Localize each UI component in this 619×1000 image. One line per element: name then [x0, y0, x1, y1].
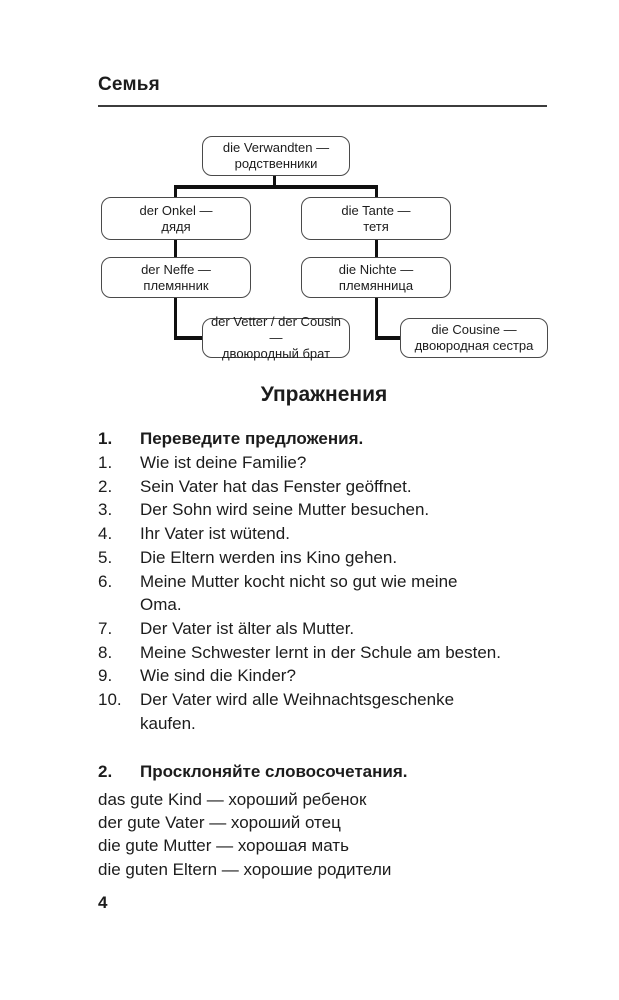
list-item-text: Meine Mutter kocht nicht so gut wie mein… [140, 571, 458, 615]
list-item-number: 6. [98, 571, 113, 591]
list-item-text: Meine Schwester lernt in der Schule am b… [140, 642, 501, 662]
connector-line [375, 239, 378, 259]
node-translation: племянник [143, 277, 209, 293]
connector-line [174, 185, 378, 189]
diagram-node-neffe: der Neffe — племянник [101, 257, 251, 298]
connector-line [174, 297, 177, 340]
list-item-number: 10. [98, 690, 122, 710]
list-item-text: Wie sind die Kinder? [140, 666, 296, 686]
node-term: die Tante — [341, 202, 411, 218]
connector-line [375, 336, 404, 340]
connector-line [273, 176, 276, 189]
node-term: die Nichte — [338, 261, 414, 277]
node-term: der Neffe — [141, 261, 211, 277]
list-item: 6. Meine Mutter kocht nicht so gut wie m… [98, 570, 560, 617]
exercise1-number: 1. [98, 429, 113, 448]
phrase-line: die gute Mutter — хорошая мать [98, 836, 349, 856]
node-translation: двоюродная сестра [414, 338, 534, 353]
list-item-number: 1. [98, 453, 113, 472]
list-item-text: Die Eltern werden ins Kino gehen. [140, 547, 398, 567]
list-item-number: 9. [98, 666, 113, 686]
exercise2-header: 2. Просклоняйте словосочетания. [98, 761, 558, 783]
list-item-text: Der Vater ist älter als Mutter. [140, 618, 355, 638]
family-tree-diagram: die Verwandten — родственники der Onkel … [0, 0, 619, 370]
node-translation: дядя [161, 218, 191, 234]
list-item-number: 2. [98, 476, 113, 496]
diagram-node-vetter: der Vetter / der Cousin — двоюродный бра… [202, 314, 350, 361]
phrase-line: der gute Vater — хороший отец [98, 813, 341, 833]
exercises-heading: Упражнения [260, 383, 388, 406]
list-item-number: 7. [98, 618, 113, 638]
node-term: die Verwandten — [222, 140, 330, 155]
list-item: 3. Der Sohn wird seine Mutter besuchen. [98, 498, 560, 522]
list-item-number: 3. [98, 500, 113, 520]
connector-line [375, 185, 378, 199]
list-item-number: 8. [98, 642, 113, 662]
list-item: 1. Wie ist deine Familie? [98, 451, 560, 475]
diagram-node-verwandten: die Verwandten — родственники [202, 136, 350, 176]
diagram-node-tante: die Tante — тетя [301, 197, 451, 240]
node-translation: двоюродный брат [221, 346, 331, 361]
list-item-text: Der Vater wird alle Weihnachtsgeschenke … [140, 690, 455, 733]
node-term: der Vetter / der Cousin — [210, 314, 342, 345]
list-item-text: Der Sohn wird seine Mutter besuchen. [140, 500, 430, 520]
page-number: 4 [98, 893, 108, 912]
list-item: 10. Der Vater wird alle Weihnachtsgesche… [98, 688, 560, 735]
exercise2-lines: das gute Kind — хороший ребенок der gute… [98, 788, 560, 881]
node-translation: родственники [234, 156, 318, 171]
exercise1-list: 1. Wie ist deine Familie? 2. Sein Vater … [98, 451, 560, 735]
exercise1-header: 1. Переведите предложения. [98, 428, 558, 450]
connector-line [174, 239, 177, 259]
exercise1-title: Переведите предложения. [140, 429, 364, 448]
node-term: die Cousine — [431, 322, 517, 337]
header-divider [98, 105, 547, 107]
exercise2-title: Просклоняйте словосочетания. [140, 762, 408, 781]
connector-line [375, 297, 378, 340]
list-item-number: 4. [98, 524, 113, 544]
list-item: 7. Der Vater ist älter als Mutter. [98, 617, 560, 641]
list-item: 4. Ihr Vater ist wütend. [98, 522, 560, 546]
list-item: 5. Die Eltern werden ins Kino gehen. [98, 546, 560, 570]
list-item-text: Wie ist deine Familie? [140, 453, 307, 472]
diagram-node-cousine: die Cousine — двоюродная сестра [400, 318, 548, 358]
connector-line [174, 185, 177, 199]
phrase-line: das gute Kind — хороший ребенок [98, 790, 367, 809]
exercise2-number: 2. [98, 762, 113, 781]
list-item: 8. Meine Schwester lernt in der Schule a… [98, 641, 560, 665]
page-title: Семья [98, 74, 160, 95]
list-item-text: Sein Vater hat das Fenster geöffnet. [140, 476, 412, 496]
list-item: 2. Sein Vater hat das Fenster geöffnet. [98, 475, 560, 499]
node-term: der Onkel — [139, 202, 213, 218]
diagram-node-nichte: die Nichte — племянница [301, 257, 451, 298]
list-item: 9. Wie sind die Kinder? [98, 664, 560, 688]
list-item-number: 5. [98, 547, 113, 567]
node-translation: племянница [338, 277, 414, 293]
node-translation: тетя [363, 218, 389, 234]
phrase-line: die guten Eltern — хорошие родители [98, 859, 392, 879]
diagram-node-onkel: der Onkel — дядя [101, 197, 251, 240]
list-item-text: Ihr Vater ist wütend. [140, 524, 290, 544]
connector-line [174, 336, 206, 340]
